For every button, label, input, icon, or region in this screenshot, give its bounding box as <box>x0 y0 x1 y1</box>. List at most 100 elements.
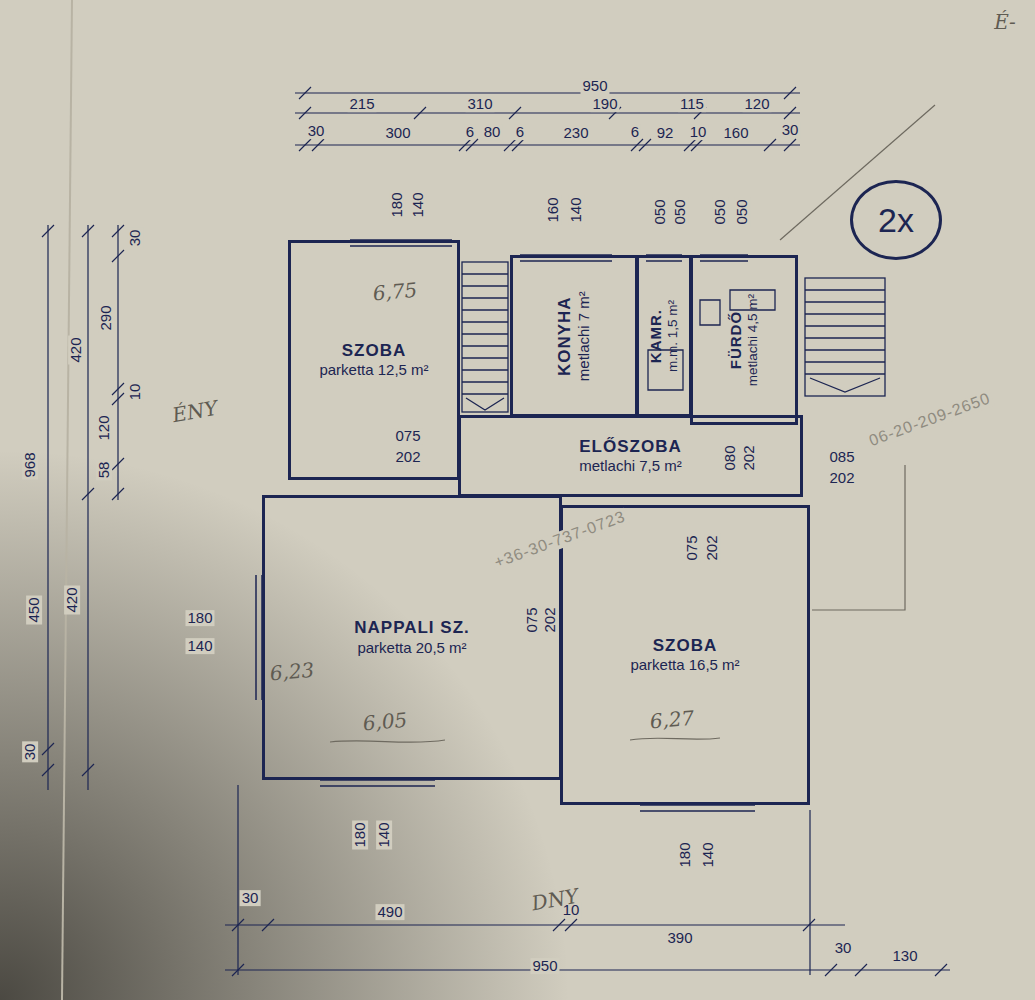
room-name: NAPPALI SZ. <box>354 618 470 638</box>
dimension-label: 050 <box>672 197 688 226</box>
floor-area: metlachi 4,5 m² <box>745 294 761 386</box>
dimension-label: 190 <box>590 96 619 112</box>
dimension-label: 202 <box>393 449 422 465</box>
dimension-label: 10 <box>127 382 143 403</box>
circle-mark: 2x <box>850 180 942 260</box>
windows-part <box>700 260 748 262</box>
pencil-note: É- <box>992 12 1018 33</box>
floor-area: parketta 16,5 m² <box>630 656 739 674</box>
dimension-label: 6 <box>464 124 476 140</box>
room: SZOBAparketta 12,5 m² <box>288 240 460 480</box>
staircases-part <box>810 378 880 392</box>
room-text: KONYHAmetlachi 7 m² <box>555 291 593 381</box>
dimension-label: 215 <box>347 96 376 112</box>
paper-part <box>62 0 72 1000</box>
room-name: 2x <box>878 200 914 241</box>
room-name: KAMR. <box>647 309 665 363</box>
room-text: NAPPALI SZ.parketta 20,5 m² <box>354 618 470 656</box>
dimension-lines <box>42 87 950 976</box>
dimension-lines-part <box>295 112 800 113</box>
dimension-label: 075 <box>684 533 700 562</box>
dimension-label: 180 <box>352 820 368 849</box>
dimension-label: 120 <box>742 96 771 112</box>
room-text: KAMR.m.m. 1,5 m² <box>647 300 681 372</box>
dimension-label: 202 <box>542 605 558 634</box>
dimension-label: 160 <box>721 125 750 141</box>
staircases-part <box>648 290 775 390</box>
windows-part <box>640 810 755 812</box>
dimension-label: 6 <box>629 124 641 140</box>
dimension-label: 950 <box>530 958 559 974</box>
dimension-label: 10 <box>688 124 709 140</box>
dimension-label: 420 <box>64 585 80 614</box>
pencil-marks <box>330 105 935 742</box>
room: NAPPALI SZ.parketta 20,5 m² <box>262 495 562 780</box>
dimension-lines-part <box>809 810 810 975</box>
dimension-label: 202 <box>827 470 856 486</box>
dimension-lines-part <box>47 225 48 790</box>
dimension-label: 300 <box>383 125 412 141</box>
dimension-label: 80 <box>482 124 503 140</box>
dimension-label: 30 <box>127 228 143 249</box>
dimension-label: 202 <box>741 443 757 472</box>
staircases <box>462 262 885 412</box>
dimension-label: 58 <box>96 460 112 481</box>
dimension-label: 6 <box>514 124 526 140</box>
dimension-label: 140 <box>376 820 392 849</box>
dimension-label: 420 <box>68 335 84 364</box>
room-name: KONYHA <box>555 296 575 376</box>
pencil-note: 6,05 <box>360 709 410 734</box>
dimension-lines-part <box>295 144 800 145</box>
room-text: SZOBAparketta 12,5 m² <box>319 341 428 379</box>
staircases-part <box>466 398 504 410</box>
dimension-label: 140 <box>568 195 584 224</box>
dimension-lines-part <box>117 225 118 500</box>
dimension-label: 075 <box>524 605 540 634</box>
dimension-label: 450 <box>26 595 42 624</box>
dimension-lines-part <box>42 225 124 776</box>
windows-part <box>255 575 257 700</box>
room-name: SZOBA <box>653 636 718 656</box>
dimension-label: 92 <box>655 125 676 141</box>
dimension-label: 120 <box>96 413 112 442</box>
dimension-lines-part <box>232 919 947 976</box>
dimension-label: 490 <box>375 904 404 920</box>
staircases-part <box>805 290 885 374</box>
pencil-note: 6,75 <box>370 279 420 304</box>
dimension-label: 140 <box>185 638 214 654</box>
dimension-label: 390 <box>665 930 694 946</box>
room-text: 2x <box>878 200 914 241</box>
floor-area: parketta 20,5 m² <box>357 639 466 657</box>
pencil-marks-part <box>812 465 905 610</box>
dimension-label: 075 <box>393 428 422 444</box>
dimension-lines-part <box>225 924 845 925</box>
windows <box>256 240 755 811</box>
room: FÜRDŐmetlachi 4,5 m² <box>690 255 798 425</box>
dimension-label: 950 <box>580 78 609 94</box>
dimension-label: 115 <box>678 96 706 112</box>
staircases-part <box>462 262 508 412</box>
dimension-label: 290 <box>98 303 114 332</box>
dimension-lines-part <box>295 92 800 93</box>
dimension-label: 080 <box>722 443 738 472</box>
pencil-marks-part <box>330 740 445 742</box>
staircases-part <box>805 278 885 396</box>
room-text: SZOBAparketta 16,5 m² <box>630 636 739 674</box>
floor-area: metlachi 7,5 m² <box>579 457 682 475</box>
room: KAMR.m.m. 1,5 m² <box>636 255 692 417</box>
dimension-lines-part <box>237 785 238 975</box>
dimension-label: 30 <box>780 122 801 138</box>
dimension-label: 968 <box>22 450 38 479</box>
dimension-label: 085 <box>827 449 856 465</box>
dimension-label: 180 <box>185 610 214 626</box>
dimension-label: 050 <box>712 197 728 226</box>
dimension-label: 310 <box>465 96 494 112</box>
windows-part <box>646 260 682 262</box>
room-name: FÜRDŐ <box>727 311 745 369</box>
windows-part <box>350 245 452 247</box>
dimension-label: 180 <box>389 190 405 219</box>
